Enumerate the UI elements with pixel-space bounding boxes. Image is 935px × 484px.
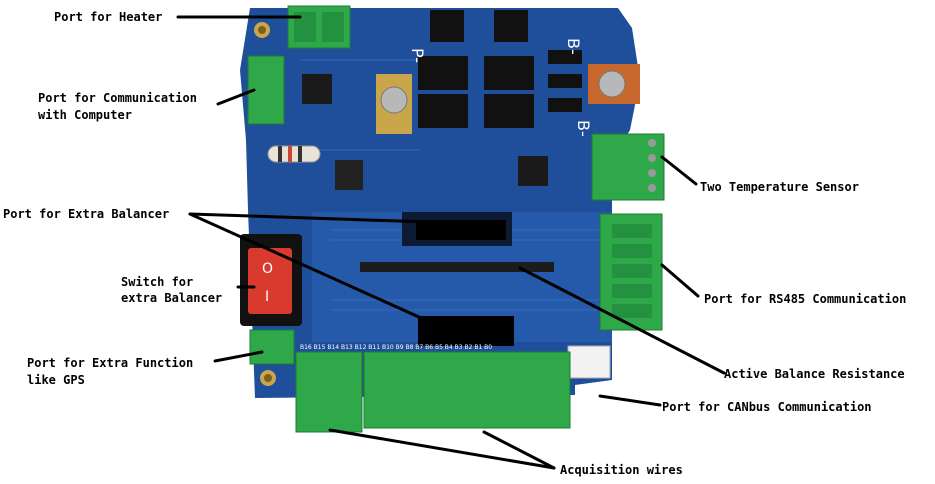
label-heater-port: Port for Heater — [54, 10, 163, 24]
canbus-connector — [567, 345, 611, 379]
mosfet-array — [418, 10, 582, 128]
p-minus-bolt — [376, 74, 412, 134]
b-minus-bolt — [588, 64, 640, 104]
heater-terminal — [287, 5, 351, 49]
label-canbus-port: Port for CANbus Communication — [662, 400, 872, 414]
label-active-balance-resistance: Active Balance Resistance — [724, 367, 905, 381]
svg-text:I: I — [265, 289, 269, 305]
pin-header-labels: B16 B15 B14 B13 B12 B11 B10 B9 B8 B7 B6 … — [300, 344, 492, 351]
label-switch-line1: Switch for — [121, 275, 194, 289]
label-extra-function-line2: like GPS — [27, 373, 85, 387]
pointer-lines — [176, 15, 726, 470]
extra-function-terminal — [249, 329, 295, 365]
comm-chip — [518, 156, 548, 186]
label-computer-comm-line2: with Computer — [38, 108, 132, 122]
acquisition-terminal-blocks — [295, 351, 571, 433]
label-temperature-sensor: Two Temperature Sensor — [700, 180, 859, 194]
label-computer-comm-line1: Port for Communication — [38, 91, 197, 105]
microcontroller-chip — [302, 74, 332, 104]
p-minus-mark: P- — [408, 48, 427, 63]
resistor — [267, 145, 321, 163]
extra-balancer-header — [402, 212, 512, 246]
temperature-sensor-terminal — [591, 133, 665, 201]
rs485-terminal — [599, 213, 663, 331]
b-minus-mark: B- — [564, 38, 583, 55]
bottom-pin-header — [418, 316, 514, 346]
label-switch-line2: extra Balancer — [121, 291, 223, 305]
label-acquisition-wires: Acquisition wires — [560, 463, 683, 477]
label-extra-function-line1: Port for Extra Function — [27, 356, 194, 370]
balancer-switch: O I — [240, 234, 302, 326]
b-minus-lower-mark: B- — [574, 120, 593, 137]
svg-text:O: O — [262, 261, 273, 277]
label-extra-balancer-port: Port for Extra Balancer — [3, 207, 170, 221]
label-rs485-port: Port for RS485 Communication — [704, 292, 907, 306]
active-balance-resistor-strip — [360, 262, 554, 272]
inductor — [335, 160, 363, 190]
pcb-board — [240, 8, 640, 398]
